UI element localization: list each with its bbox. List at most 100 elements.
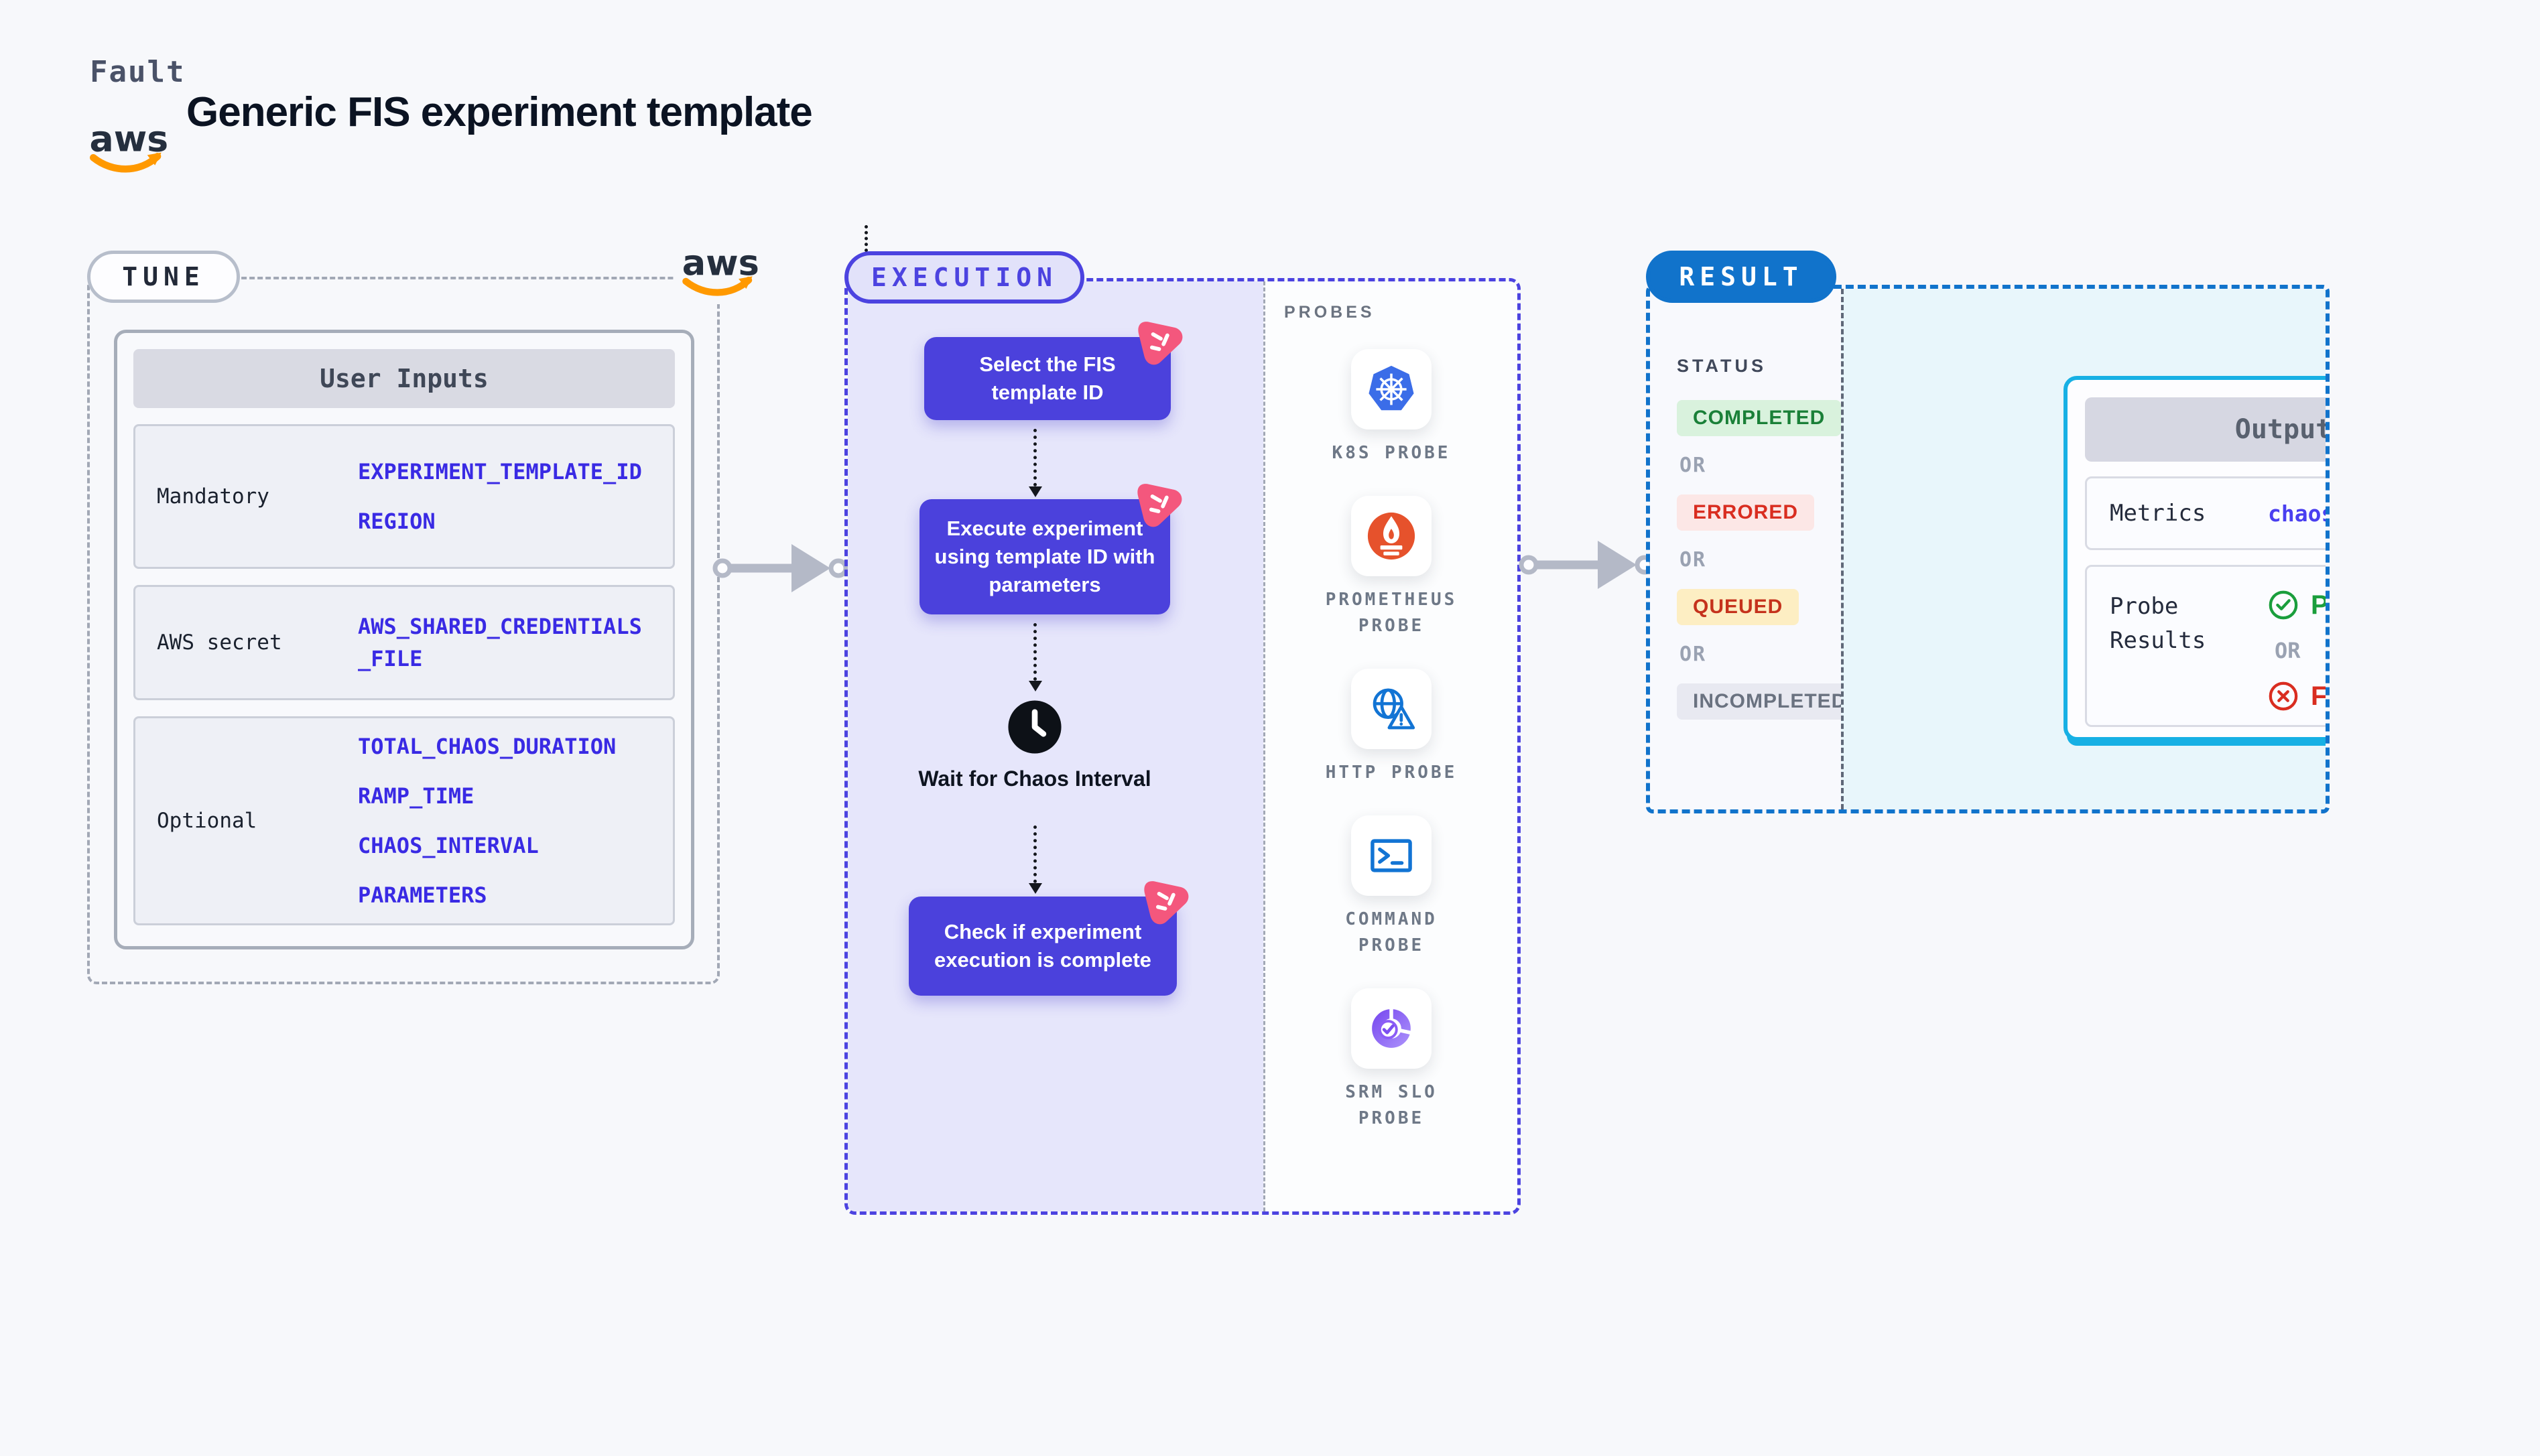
result-badge: RESULT (1646, 251, 1836, 303)
probes-heading: PROBES (1284, 303, 1375, 322)
probe-card (1351, 988, 1432, 1069)
metrics-value: chaos metrics (2268, 500, 2330, 527)
status-list: COMPLETED OR ERRORED OR QUEUED OR INCOMP… (1677, 400, 1863, 720)
or-separator: OR (1679, 643, 1707, 666)
kubernetes-icon (1369, 365, 1414, 411)
row-label: AWS secret (157, 631, 282, 655)
or-separator: OR (1679, 548, 1707, 572)
probe-item-http: HTTP PROBE (1311, 669, 1472, 786)
user-inputs-header: User Inputs (133, 349, 675, 408)
step-check-complete: Check if experiment execution is complet… (909, 881, 1189, 996)
flow-arrow-execution-to-result (1519, 541, 1655, 589)
probe-label: K8S PROBE (1332, 443, 1451, 463)
probe-card (1351, 669, 1432, 749)
row-values: AWS_SHARED_CREDENTIALS _FILE (358, 614, 673, 671)
terminal-icon (1371, 839, 1412, 872)
probe-item-srm-slo: SRM SLO PROBE (1311, 988, 1472, 1132)
flow-connector (1029, 825, 1042, 894)
row-label: Optional (157, 809, 257, 833)
input-variable: REGION (358, 509, 436, 534)
step-execute-experiment: Execute experiment using template ID wit… (919, 484, 1182, 614)
step-label: Check if experiment execution is complet… (934, 920, 1151, 972)
chaos-experiment-icon (1144, 881, 1189, 925)
svg-text:aws: aws (90, 118, 169, 160)
tune-container (87, 277, 720, 984)
input-variable: _FILE (358, 646, 423, 671)
row-label: Mandatory (157, 484, 269, 509)
svg-text:aws: aws (682, 243, 759, 284)
table-row-aws-secret: AWS secret AWS_SHARED_CREDENTIALS _FILE (133, 585, 675, 700)
or-separator: OR (2275, 638, 2301, 663)
table-row-optional: Optional TOTAL_CHAOS_DURATION RAMP_TIME … (133, 716, 675, 925)
probes-panel: PROBES (1263, 281, 1517, 1211)
probe-card (1351, 349, 1432, 429)
execution-container: PROBES (844, 278, 1521, 1215)
slo-donut-icon (1372, 1005, 1416, 1048)
wait-step-label: Wait for Chaos Interval (918, 767, 1151, 791)
result-container: STATUS COMPLETED OR ERRORED OR QUEUED OR… (1646, 285, 2330, 813)
metrics-label: Metrics (2110, 499, 2206, 527)
probe-item-prometheus: PROMETHEUS PROBE (1311, 496, 1472, 639)
status-panel: STATUS COMPLETED OR ERRORED OR QUEUED OR… (1650, 289, 1863, 809)
probe-item-k8s: K8S PROBE (1311, 349, 1472, 466)
input-variable: TOTAL_CHAOS_DURATION (358, 734, 617, 759)
prometheus-icon (1367, 512, 1415, 560)
table-row-mandatory: Mandatory EXPERIMENT_TEMPLATE_ID REGION (133, 424, 675, 569)
row-values: TOTAL_CHAOS_DURATION RAMP_TIME CHAOS_INT… (358, 734, 673, 908)
chaos-experiment-icon (1137, 484, 1182, 527)
probe-results-values: Passed OR Failed (2268, 590, 2329, 712)
status-badge-queued: QUEUED (1677, 589, 1799, 625)
flow-entry-connector (865, 225, 868, 252)
output-row-probe-results: Probe Results Passed OR (2085, 565, 2329, 727)
probe-label: SRM SLO PROBE (1345, 1082, 1438, 1128)
execution-badge: EXECUTION (844, 251, 1084, 304)
aws-logo-icon: aws (682, 243, 759, 296)
aws-logo: aws (87, 115, 169, 177)
wait-step (1006, 698, 1064, 756)
x-circle-icon (2269, 681, 2298, 711)
http-globe-icon (1373, 688, 1415, 730)
flow-connector (1029, 623, 1042, 691)
page-title: Generic FIS experiment template (186, 89, 813, 135)
brand-eyebrow: Fault (90, 55, 186, 89)
failed-line: Failed (2268, 681, 2328, 712)
status-badge-errored: ERRORED (1677, 494, 1815, 531)
flow-arrow-tune-to-execution (712, 544, 848, 592)
output-header: Output (2085, 397, 2326, 462)
check-circle-icon (2269, 590, 2298, 620)
probe-label: COMMAND PROBE (1345, 909, 1438, 955)
aws-logo-small: aws (676, 236, 764, 304)
step-label: Execute experiment using template ID wit… (934, 517, 1155, 596)
status-badge-completed: COMPLETED (1677, 400, 1842, 436)
input-variable: PARAMETERS (358, 882, 487, 908)
execution-flow-panel (848, 281, 1263, 1211)
output-row-metrics: Metrics chaos metrics (2085, 476, 2330, 550)
output-panel: Output Metrics chaos metrics Probe Resul… (1841, 289, 2326, 809)
probe-item-command: COMMAND PROBE (1311, 815, 1472, 959)
probe-results-label: Probe Results (2110, 593, 2206, 654)
row-values: EXPERIMENT_TEMPLATE_ID REGION (358, 459, 673, 534)
probe-label: HTTP PROBE (1325, 763, 1458, 783)
input-variable: EXPERIMENT_TEMPLATE_ID (358, 459, 642, 484)
probe-card (1351, 496, 1432, 576)
status-badge-incompleted: INCOMPLETED (1677, 683, 1863, 720)
passed-line: Passed (2268, 590, 2329, 620)
or-separator: OR (1679, 454, 1707, 477)
step-select-template: Select the FIS template ID (924, 322, 1183, 420)
chaos-experiment-icon (1138, 322, 1183, 365)
input-variable: CHAOS_INTERVAL (358, 833, 539, 858)
output-card: Output Metrics chaos metrics Probe Resul… (2063, 376, 2330, 741)
aws-logo-icon: aws (90, 118, 169, 173)
probes-list: K8S PROBE PROMETHEUS PROBE (1311, 349, 1472, 1132)
status-heading: STATUS (1677, 356, 1767, 376)
probe-label: PROMETHEUS PROBE (1325, 590, 1458, 636)
input-variable: RAMP_TIME (358, 783, 474, 809)
input-variable: AWS_SHARED_CREDENTIALS (358, 614, 642, 639)
user-inputs-table: User Inputs Mandatory EXPERIMENT_TEMPLAT… (114, 330, 694, 949)
probe-card (1351, 815, 1432, 896)
passed-label: Passed (2311, 590, 2329, 620)
failed-label: Failed (2311, 681, 2328, 711)
tune-badge: TUNE (87, 251, 240, 303)
step-label: Select the FIS template ID (979, 352, 1116, 404)
